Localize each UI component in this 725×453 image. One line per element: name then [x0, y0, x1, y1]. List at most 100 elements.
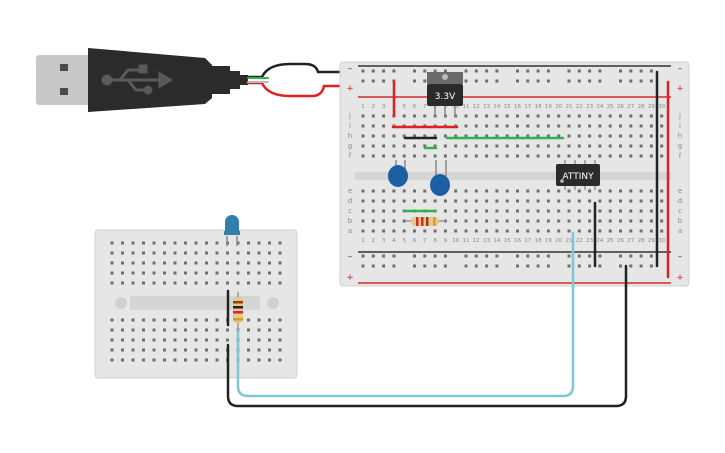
mini-terminal-hole[interactable] — [194, 281, 198, 285]
rail-hole[interactable] — [567, 264, 571, 268]
terminal-hole[interactable] — [526, 134, 530, 138]
mini-terminal-hole[interactable] — [163, 318, 166, 322]
terminal-hole[interactable] — [505, 114, 509, 118]
mini-terminal-hole[interactable] — [215, 338, 219, 342]
terminal-hole[interactable] — [413, 229, 416, 233]
terminal-hole[interactable] — [516, 229, 519, 233]
mini-terminal-hole[interactable] — [205, 358, 208, 362]
terminal-hole[interactable] — [454, 134, 458, 138]
mini-terminal-hole[interactable] — [110, 251, 114, 255]
rail-hole[interactable] — [382, 69, 386, 73]
terminal-hole[interactable] — [485, 114, 489, 118]
mini-terminal-hole[interactable] — [257, 338, 261, 342]
rail-hole[interactable] — [485, 264, 489, 268]
mini-terminal-hole[interactable] — [152, 358, 156, 362]
terminal-hole[interactable] — [536, 219, 540, 223]
mini-terminal-hole[interactable] — [131, 261, 135, 265]
mini-terminal-hole[interactable] — [121, 348, 124, 352]
terminal-hole[interactable] — [433, 134, 437, 138]
terminal-hole[interactable] — [619, 199, 622, 203]
terminal-hole[interactable] — [454, 144, 458, 148]
terminal-hole[interactable] — [495, 219, 499, 223]
mini-terminal-hole[interactable] — [184, 261, 187, 265]
rail-hole[interactable] — [567, 254, 571, 258]
terminal-hole[interactable] — [577, 154, 581, 158]
rail-hole[interactable] — [361, 79, 365, 83]
mini-terminal-hole[interactable] — [110, 241, 114, 245]
terminal-hole[interactable] — [557, 219, 561, 223]
terminal-hole[interactable] — [639, 229, 643, 233]
terminal-hole[interactable] — [516, 189, 519, 193]
terminal-hole[interactable] — [402, 229, 406, 233]
mini-terminal-hole[interactable] — [173, 261, 177, 265]
terminal-hole[interactable] — [577, 114, 581, 118]
usb-plug[interactable] — [36, 48, 248, 112]
mini-terminal-hole[interactable] — [257, 348, 261, 352]
terminal-hole[interactable] — [474, 114, 478, 118]
mini-terminal-hole[interactable] — [152, 318, 156, 322]
terminal-hole[interactable] — [567, 229, 571, 233]
mini-terminal-hole[interactable] — [131, 281, 135, 285]
rail-hole[interactable] — [361, 264, 365, 268]
terminal-hole[interactable] — [577, 209, 581, 213]
rail-hole[interactable] — [423, 69, 427, 73]
mini-terminal-hole[interactable] — [257, 261, 261, 265]
rail-hole[interactable] — [567, 79, 571, 83]
mini-terminal-hole[interactable] — [184, 318, 187, 322]
rail-hole[interactable] — [649, 264, 653, 268]
terminal-hole[interactable] — [598, 154, 602, 158]
rail-hole[interactable] — [464, 79, 468, 83]
terminal-hole[interactable] — [567, 199, 571, 203]
terminal-hole[interactable] — [402, 189, 406, 193]
rail-hole[interactable] — [423, 254, 427, 258]
terminal-hole[interactable] — [423, 199, 427, 203]
mini-terminal-hole[interactable] — [257, 328, 261, 332]
mini-terminal-hole[interactable] — [247, 241, 250, 245]
terminal-hole[interactable] — [619, 134, 622, 138]
rail-hole[interactable] — [546, 79, 550, 83]
voltage-regulator[interactable]: 3.3V — [427, 72, 463, 116]
mini-terminal-hole[interactable] — [257, 281, 261, 285]
terminal-hole[interactable] — [382, 199, 386, 203]
terminal-hole[interactable] — [495, 134, 499, 138]
mini-terminal-hole[interactable] — [205, 338, 208, 342]
terminal-hole[interactable] — [454, 219, 458, 223]
mini-terminal-hole[interactable] — [152, 271, 156, 275]
rail-hole[interactable] — [629, 79, 633, 83]
terminal-hole[interactable] — [557, 114, 561, 118]
mini-terminal-hole[interactable] — [268, 251, 271, 255]
terminal-hole[interactable] — [413, 199, 416, 203]
rail-hole[interactable] — [649, 69, 653, 73]
terminal-hole[interactable] — [598, 219, 602, 223]
capacitor-right[interactable] — [430, 160, 450, 196]
rail-hole[interactable] — [474, 264, 478, 268]
terminal-hole[interactable] — [423, 114, 427, 118]
terminal-hole[interactable] — [649, 124, 653, 128]
terminal-hole[interactable] — [516, 134, 519, 138]
rail-hole[interactable] — [526, 254, 530, 258]
mini-terminal-hole[interactable] — [205, 261, 208, 265]
mini-terminal-hole[interactable] — [131, 271, 135, 275]
mini-terminal-hole[interactable] — [121, 338, 124, 342]
mini-terminal-hole[interactable] — [194, 328, 198, 332]
terminal-hole[interactable] — [474, 199, 478, 203]
mini-terminal-hole[interactable] — [163, 328, 166, 332]
terminal-hole[interactable] — [660, 154, 664, 158]
terminal-hole[interactable] — [413, 114, 416, 118]
mini-terminal-hole[interactable] — [236, 241, 240, 245]
mini-terminal-hole[interactable] — [247, 318, 250, 322]
resistor-main[interactable] — [405, 217, 446, 226]
mini-terminal-hole[interactable] — [184, 241, 187, 245]
terminal-hole[interactable] — [660, 219, 664, 223]
terminal-hole[interactable] — [588, 229, 592, 233]
terminal-hole[interactable] — [382, 124, 386, 128]
terminal-hole[interactable] — [608, 189, 612, 193]
terminal-hole[interactable] — [392, 144, 396, 148]
terminal-hole[interactable] — [464, 209, 468, 213]
terminal-hole[interactable] — [649, 114, 653, 118]
mini-terminal-hole[interactable] — [131, 358, 135, 362]
mini-terminal-hole[interactable] — [257, 251, 261, 255]
mini-terminal-hole[interactable] — [173, 241, 177, 245]
terminal-hole[interactable] — [567, 154, 571, 158]
mini-terminal-hole[interactable] — [110, 261, 114, 265]
